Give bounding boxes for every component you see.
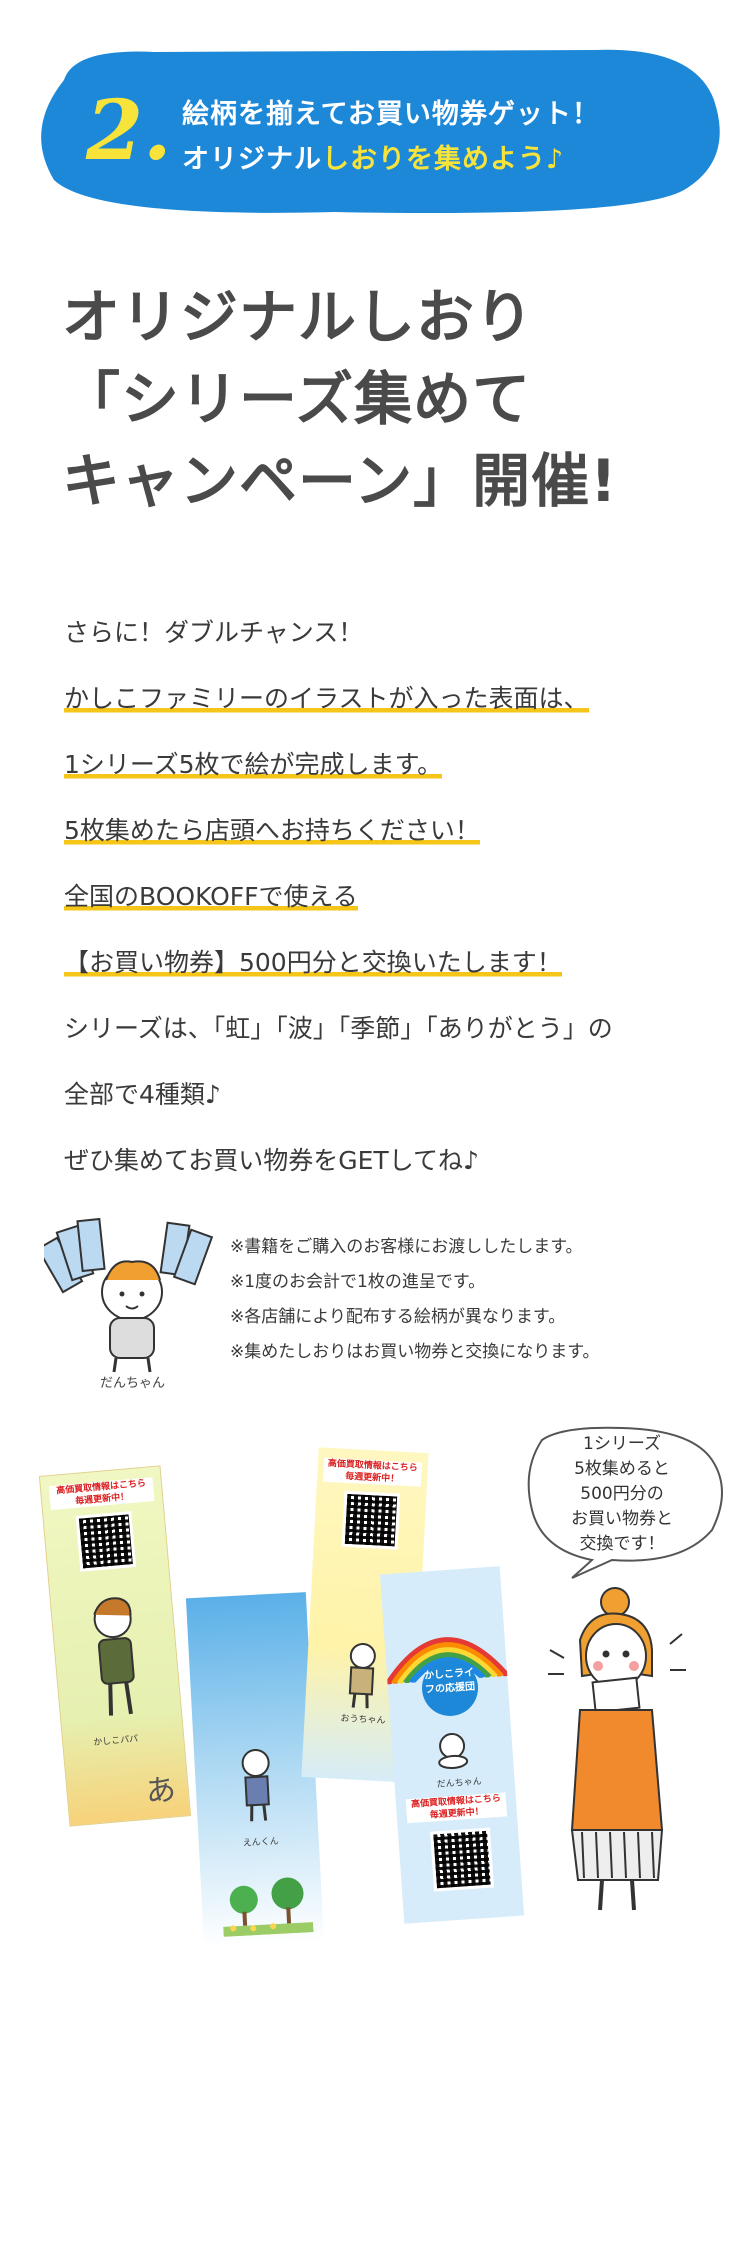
ouchan-figure (348, 1642, 376, 1709)
bubble-line: 500円分の (580, 1484, 664, 1504)
bookmark-danchan: かしこライフの応援団 だんちゃん 高価買取情報はこちら毎週更新中！ (379, 1566, 525, 1924)
body-line: ぜひ集めてお買い物券をGETしてね♪ (64, 1128, 613, 1194)
body-line: 全部で4種類♪ (64, 1062, 613, 1128)
note-item: ※1度のお会計で1枚の進呈です。 (230, 1272, 486, 1292)
bookmark-caption: だんちゃん (436, 1777, 483, 1791)
danchan-small-figure (438, 1732, 469, 1770)
body-text-underlined: かしこファミリーのイラストが入った表面は、 (64, 684, 589, 715)
body-line: 【お買い物券】500円分と交換いたします！ (64, 930, 613, 996)
banner-cloud-shape (41, 49, 720, 214)
qr-code (341, 1490, 401, 1550)
body-line: 5枚集めたら店頭へお持ちください！ (64, 798, 613, 864)
banner-title-line1: 絵柄を揃えてお買い物券ゲット！ (182, 99, 600, 130)
bookmark-caption: かしこパパ (92, 1734, 139, 1749)
body-text-underlined: 5枚集めたら店頭へお持ちください！ (64, 816, 480, 847)
body-line: かしこファミリーのイラストが入った表面は、 (64, 666, 613, 732)
speech-bubble-text: 1シリーズ 5枚集めると 500円分の お買い物券と 交換です！ (534, 1432, 710, 1557)
headline-line3: キャンペーン」開催! (62, 447, 618, 515)
headline-line2: 「シリーズ集めて (62, 365, 532, 433)
papa-figure (93, 1597, 135, 1716)
body-text-underlined: 【お買い物券】500円分と交換いたします！ (64, 948, 562, 979)
body-line: 全国のBOOKOFFで使える (64, 864, 613, 930)
body-line: さらに！ダブルチャンス！ (64, 600, 613, 666)
character-name-label: だんちゃん (100, 1376, 166, 1391)
bubble-line: 交換です！ (579, 1534, 665, 1554)
bookmark-letter: あ (144, 1772, 178, 1810)
body-text-underlined: 全国のBOOKOFFで使える (64, 882, 358, 913)
body-text: ぜひ集めてお買い物券をGETしてね♪ (64, 1146, 479, 1175)
qr-code (429, 1827, 495, 1892)
banner-line2-prefix: オリジナル (182, 144, 322, 175)
bubble-line: 1シリーズ (583, 1434, 661, 1454)
qr-banner-text: 高価買取情報はこちら毎週更新中！ (322, 1457, 423, 1487)
qr-banner-text: 高価買取情報はこちら毎週更新中！ (405, 1792, 508, 1824)
qr-banner-text: 高価買取情報はこちら毎週更新中！ (48, 1477, 155, 1511)
notes-list: ※書籍をご購入のお客様にお渡ししたします。 ※1度のお会計で1枚の進呈です。 ※… (230, 1230, 600, 1370)
bookmark-caption: おうちゃん (340, 1713, 386, 1727)
trees-illustration (223, 1877, 314, 1937)
woman-illustration (548, 1587, 686, 1911)
bookmark-ouchan: 高価買取情報はこちら毎週更新中！ おうちゃん (301, 1447, 429, 1783)
bookmark-papa: 高価買取情報はこちら毎週更新中！ かしこパパ あ (38, 1465, 192, 1827)
note-item: ※書籍をご購入のお客様にお渡ししたします。 (230, 1237, 583, 1257)
bookmark-caption: えんくん (242, 1836, 280, 1849)
qr-code (75, 1511, 137, 1572)
campaign-headline: オリジナルしおり 「シリーズ集めて キャンペーン」開催! (62, 276, 618, 522)
step-number: 2. (86, 83, 172, 179)
speech-bubble (527, 1426, 723, 1579)
campaign-description: さらに！ダブルチャンス！ かしこファミリーのイラストが入った表面は、 1シリーズ… (64, 600, 613, 1194)
body-text: さらに！ダブルチャンス！ (64, 618, 364, 647)
note-item: ※集めたしおりはお買い物券と交換になります。 (230, 1342, 600, 1362)
body-line: 1シリーズ5枚で絵が完成します。 (64, 732, 613, 798)
banner-line2-highlight: しおりを集めよう♪ (322, 144, 565, 175)
bubble-line: お買い物券と (571, 1509, 673, 1529)
body-text-underlined: 1シリーズ5枚で絵が完成します。 (64, 750, 443, 781)
banner-title-line2: オリジナルしおりを集めよう♪ (182, 137, 564, 176)
enkun-figure (241, 1748, 270, 1822)
body-text: 全部で4種類♪ (64, 1080, 221, 1109)
body-line: シリーズは、「虹」「波」「季節」「ありがとう」の (64, 996, 613, 1062)
body-text: シリーズは、「虹」「波」「季節」「ありがとう」の (64, 1014, 613, 1043)
note-item: ※各店舗により配布する絵柄が異なります。 (230, 1307, 566, 1327)
section-banner: 2. 絵柄を揃えてお買い物券ゲット！ オリジナルしおりを集めよう♪ (34, 40, 724, 220)
bookmark-enkun: えんくん (185, 1592, 325, 1948)
headline-line1: オリジナルしおり (62, 283, 535, 351)
bubble-line: 5枚集めると (574, 1459, 670, 1479)
danchan-illustration (44, 1217, 214, 1373)
